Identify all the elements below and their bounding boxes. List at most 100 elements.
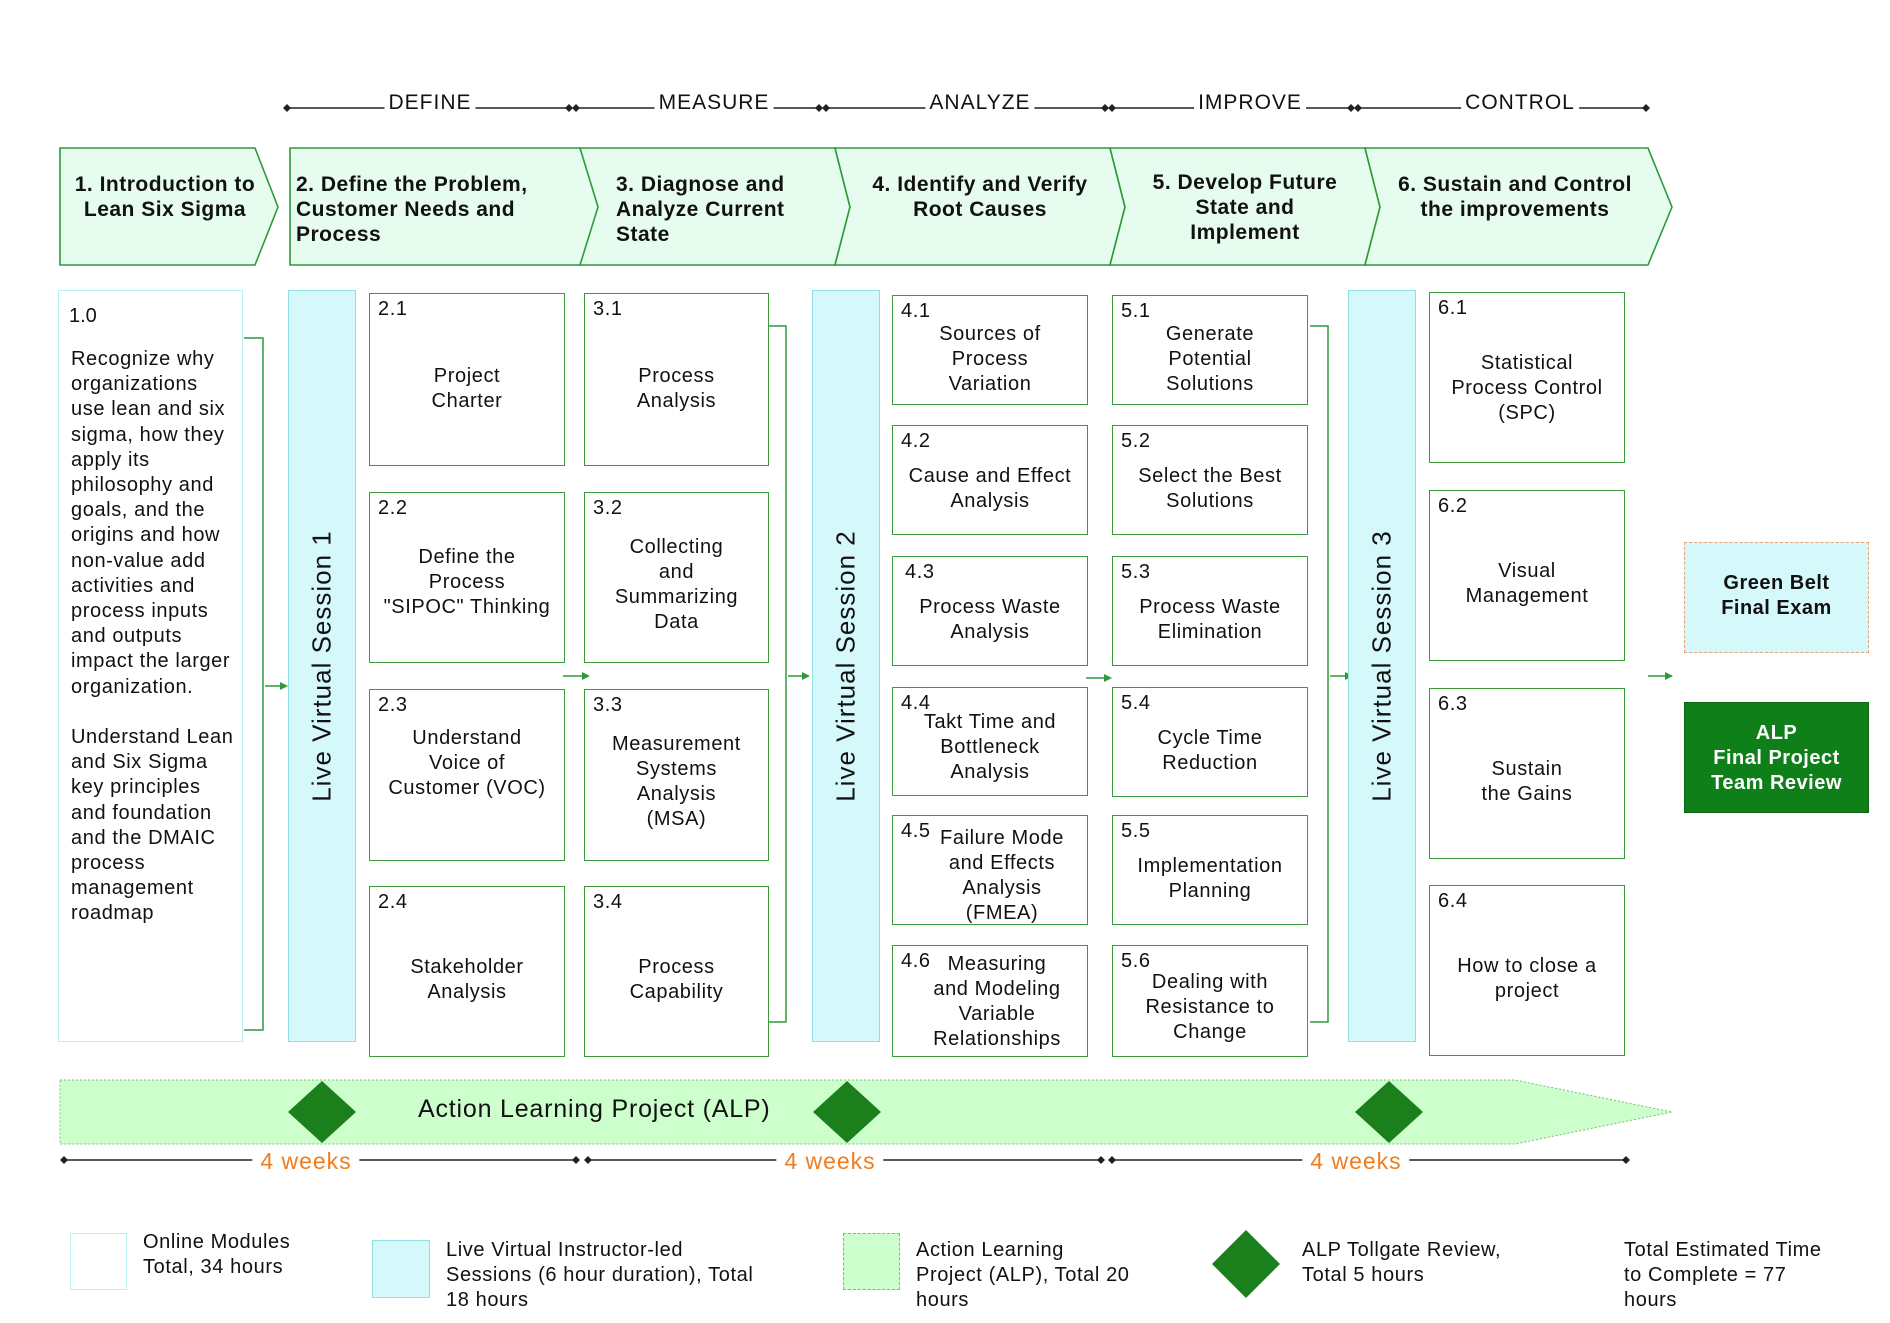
module-4-3-number: 4.3	[905, 561, 935, 583]
module-4-3[interactable]: 4.3 Process Waste Analysis	[892, 556, 1088, 666]
legend-online-swatch	[70, 1233, 127, 1290]
tollgate-diamond-2	[813, 1081, 881, 1143]
module-6-4-title: How to close a project	[1457, 955, 1597, 1002]
module-5-3[interactable]: 5.3 Process Waste Elimination	[1112, 556, 1308, 666]
module-3-1-number: 3.1	[593, 298, 623, 320]
live-session-1[interactable]: Live Virtual Session 1	[288, 290, 356, 1042]
live-session-2[interactable]: Live Virtual Session 2	[812, 290, 880, 1042]
module-5-4[interactable]: 5.4 Cycle Time Reduction	[1112, 687, 1308, 797]
green-belt-final-exam[interactable]: Green Belt Final Exam	[1684, 542, 1869, 653]
module-5-6[interactable]: 5.6 Dealing with Resistance to Change	[1112, 945, 1308, 1057]
module-2-2[interactable]: 2.2 Define the Process "SIPOC" Thinking	[369, 492, 565, 663]
module-5-2[interactable]: 5.2 Select the Best Solutions	[1112, 425, 1308, 535]
module-2-4-title: Stakeholder Analysis	[410, 956, 524, 1003]
module-5-2-number: 5.2	[1121, 430, 1151, 452]
module-5-3-title: Process Waste Elimination	[1139, 596, 1281, 643]
module-4-6[interactable]: 4.6 Measuring and Modeling Variable Rela…	[892, 945, 1088, 1057]
module-6-3-number: 6.3	[1438, 693, 1468, 715]
module-3-3[interactable]: 3.3 Measurement Systems Analysis (MSA)	[584, 689, 769, 861]
weeks-label-3: 4 weeks	[1302, 1148, 1410, 1175]
module-4-6-title: Measuring and Modeling Variable Relation…	[933, 953, 1061, 1050]
module-4-2-number: 4.2	[901, 430, 931, 452]
module-3-4[interactable]: 3.4 Process Capability	[584, 886, 769, 1057]
green-belt-final-exam-label: Green Belt Final Exam	[1721, 572, 1832, 619]
alp-banner-label: Action Learning Project (ALP)	[418, 1095, 771, 1123]
module-2-3[interactable]: 2.3 Understand Voice of Customer (VOC)	[369, 689, 565, 861]
module-6-1[interactable]: 6.1 Statistical Process Control (SPC)	[1429, 292, 1625, 463]
module-5-2-title: Select the Best Solutions	[1138, 465, 1282, 512]
module-4-1[interactable]: 4.1 Sources of Process Variation	[892, 295, 1088, 405]
module-5-1-number: 5.1	[1121, 300, 1151, 322]
intro-module[interactable]: 1.0 Recognize why organizations use lean…	[58, 290, 243, 1042]
module-5-3-number: 5.3	[1121, 561, 1151, 583]
module-3-3-number: 3.3	[593, 694, 623, 716]
module-3-3-title: Measurement Systems Analysis (MSA)	[612, 733, 741, 830]
chevron-1	[59, 147, 279, 266]
module-3-4-title: Process Capability	[629, 956, 724, 1003]
module-3-1-title: Process Analysis	[636, 365, 717, 412]
module-4-2[interactable]: 4.2 Cause and Effect Analysis	[892, 425, 1088, 535]
module-6-4-number: 6.4	[1438, 890, 1468, 912]
tollgate-diamond-1	[288, 1081, 356, 1143]
module-6-1-title: Statistical Process Control (SPC)	[1451, 352, 1603, 424]
module-5-6-number: 5.6	[1121, 950, 1151, 972]
module-5-1-title: Generate Potential Solutions	[1165, 323, 1255, 395]
legend-live-text: Live Virtual Instructor-led Sessions (6 …	[446, 1239, 754, 1311]
legend-live-swatch	[372, 1240, 430, 1298]
tollgate-diamond-3	[1355, 1081, 1423, 1143]
module-6-1-number: 6.1	[1438, 297, 1468, 319]
module-4-1-number: 4.1	[901, 300, 931, 322]
intro-module-text: Recognize why organizations use lean and…	[71, 348, 234, 925]
module-6-2-title: Visual Management	[1465, 560, 1589, 607]
module-2-3-title: Understand Voice of Customer (VOC)	[388, 727, 546, 799]
live-session-3[interactable]: Live Virtual Session 3	[1348, 290, 1416, 1042]
live-session-3-label: Live Virtual Session 3	[1366, 530, 1397, 802]
chevron-6-label: 6. Sustain and Control the improvements	[1398, 173, 1632, 221]
legend-tollgate-diamond-icon	[1212, 1230, 1280, 1298]
chevron-4-label: 4. Identify and Verify Root Causes	[872, 173, 1088, 221]
module-5-5[interactable]: 5.5 Implementation Planning	[1112, 815, 1308, 925]
legend-alp-text: Action Learning Project (ALP), Total 20 …	[916, 1239, 1130, 1311]
module-3-2[interactable]: 3.2 Collecting and Summarizing Data	[584, 492, 769, 663]
module-5-5-number: 5.5	[1121, 820, 1151, 842]
alp-banner	[59, 1079, 1673, 1145]
module-5-1[interactable]: 5.1 Generate Potential Solutions	[1112, 295, 1308, 405]
legend-total-text: Total Estimated Time to Complete = 77 ho…	[1624, 1239, 1822, 1311]
module-3-2-number: 3.2	[593, 497, 623, 519]
module-2-1[interactable]: 2.1 Project Charter	[369, 293, 565, 466]
chevron-1-label: 1. Introduction to Lean Six Sigma	[74, 173, 256, 221]
alp-final-project-team-review-label: ALP Final Project Team Review	[1711, 722, 1842, 794]
intro-module-number: 1.0	[69, 305, 97, 327]
weeks-label-1: 4 weeks	[252, 1148, 360, 1175]
live-session-1-label: Live Virtual Session 1	[306, 530, 337, 802]
module-6-3-title: Sustain the Gains	[1481, 758, 1573, 805]
module-5-6-title: Dealing with Resistance to Change	[1145, 971, 1275, 1043]
connectors	[244, 325, 1673, 1031]
phase-control: CONTROL	[1461, 91, 1579, 115]
module-4-1-title: Sources of Process Variation	[939, 323, 1041, 395]
module-2-1-title: Project Charter	[431, 365, 503, 412]
module-2-4[interactable]: 2.4 Stakeholder Analysis	[369, 886, 565, 1057]
module-4-5[interactable]: 4.5 Failure Mode and Effects Analysis (F…	[892, 815, 1088, 925]
module-4-4-title: Takt Time and Bottleneck Analysis	[923, 711, 1057, 783]
module-6-2[interactable]: 6.2 Visual Management	[1429, 490, 1625, 661]
alp-final-project-team-review[interactable]: ALP Final Project Team Review	[1684, 702, 1869, 813]
module-3-2-title: Collecting and Summarizing Data	[614, 536, 739, 633]
module-2-4-number: 2.4	[378, 891, 408, 913]
module-3-4-number: 3.4	[593, 891, 623, 913]
phase-improve: IMPROVE	[1194, 91, 1306, 115]
weeks-label-2: 4 weeks	[776, 1148, 884, 1175]
module-6-2-number: 6.2	[1438, 495, 1468, 517]
module-2-2-number: 2.2	[378, 497, 408, 519]
module-4-2-title: Cause and Effect Analysis	[908, 465, 1072, 512]
module-6-3[interactable]: 6.3 Sustain the Gains	[1429, 688, 1625, 859]
module-2-3-number: 2.3	[378, 694, 408, 716]
module-6-4[interactable]: 6.4 How to close a project	[1429, 885, 1625, 1056]
module-3-1[interactable]: 3.1 Process Analysis	[584, 293, 769, 466]
chevron-6	[1363, 147, 1673, 266]
phase-measure: MEASURE	[654, 91, 774, 115]
chevron-row	[59, 147, 1673, 266]
module-4-4[interactable]: 4.4 Takt Time and Bottleneck Analysis	[892, 687, 1088, 796]
legend-alp-swatch	[843, 1233, 900, 1290]
module-4-5-title: Failure Mode and Effects Analysis (FMEA)	[940, 827, 1064, 924]
